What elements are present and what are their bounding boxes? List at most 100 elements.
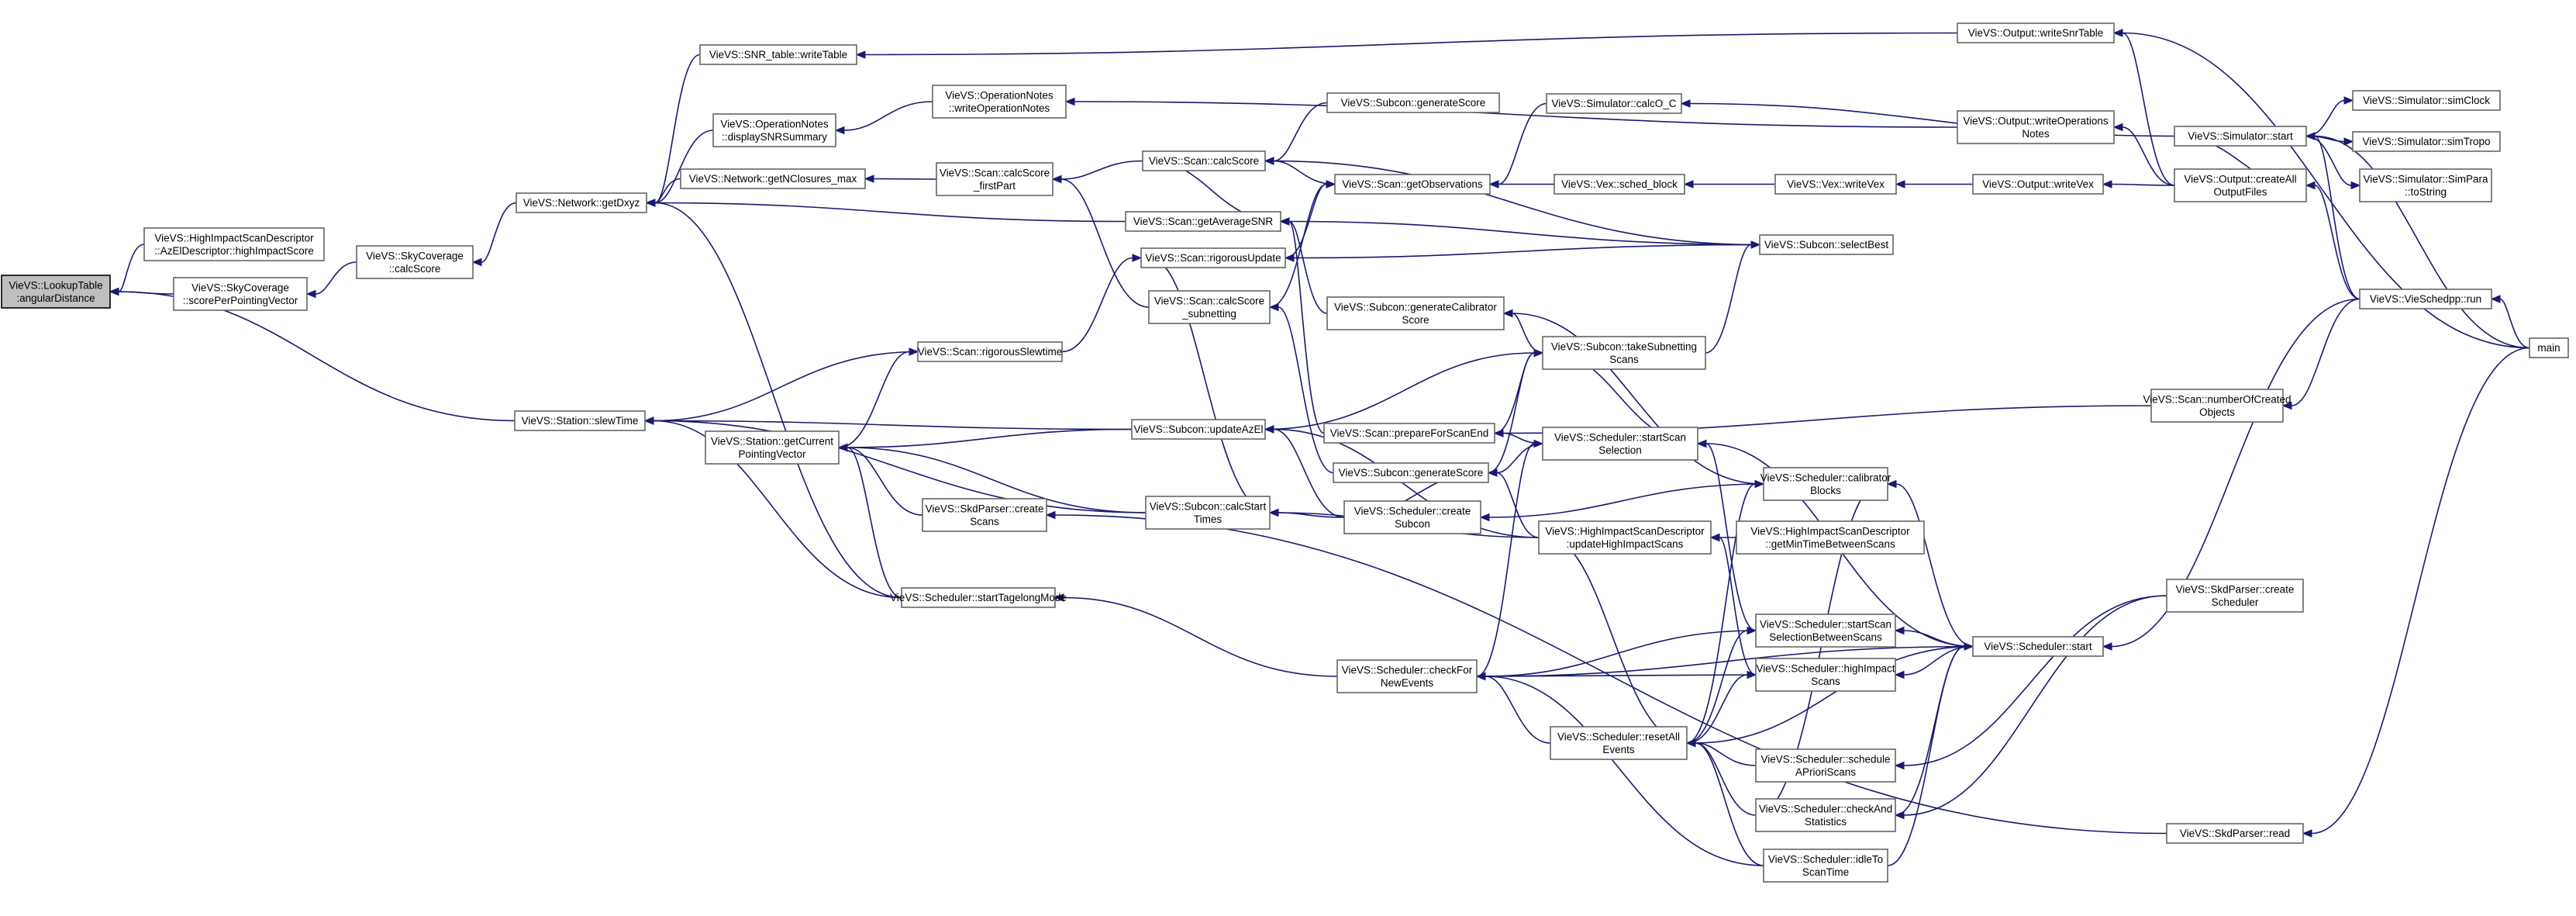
node-label-line: Blocks — [1810, 485, 1841, 496]
node-label-line: VieVS::Network::getDxyz — [523, 197, 640, 209]
node-box — [1755, 614, 1896, 648]
node-subgen[interactable]: VieVS::Subcon::generateScore — [1333, 462, 1489, 483]
node-box — [1550, 726, 1688, 760]
node-box — [1755, 798, 1896, 832]
edge-n_subsel-to-n_avgsnr — [1279, 217, 1760, 246]
node-avgsnr[interactable]: VieVS::Scan::getAverageSNR — [1125, 211, 1281, 232]
node-gobs[interactable]: VieVS::Scan::getObservations — [1334, 174, 1491, 195]
node-skdread[interactable]: VieVS::SkdParser::read — [2166, 823, 2304, 844]
node-uphis[interactable]: VieVS::HighImpactScanDescriptor:updateHi… — [1538, 520, 1712, 555]
node-label-line: ::getMinTimeBetweenScans — [1765, 538, 1895, 550]
node-box — [1326, 296, 1505, 330]
node-subsel[interactable]: VieVS::Subcon::selectBest — [1759, 234, 1894, 255]
node-main[interactable]: main — [2529, 337, 2569, 358]
node-outvex[interactable]: VieVS::Output::writeVex — [1972, 174, 2104, 195]
node-label-line: VieVS::Subcon::generateCalibrator — [1334, 301, 1497, 313]
node-box — [1755, 658, 1896, 692]
node-vsrun[interactable]: VieVS::VieSchedpp::run — [2359, 289, 2492, 309]
node-snrw[interactable]: VieVS::Output::writeSnrTable — [1957, 22, 2115, 43]
node-slew[interactable]: VieVS::Station::slewTime — [514, 410, 646, 431]
node-label-line: VieVS::Output::createAll — [2184, 173, 2296, 185]
node-label-line: VieVS::Vex::sched_block — [1561, 178, 1678, 190]
node-csfp[interactable]: VieVS::Scan::calcScore_firstPart — [936, 162, 1054, 196]
node-box — [1542, 427, 1698, 461]
call-edges — [109, 29, 2530, 866]
node-simstart[interactable]: VieVS::Simulator::start — [2174, 126, 2307, 147]
edge-n_dsnr-to-n_dxyz — [645, 130, 714, 207]
node-subgs[interactable]: VieVS::Subcon::generateScore — [1326, 92, 1500, 113]
node-dsnr[interactable]: VieVS::OperationNotes::displaySNRSummary — [712, 113, 836, 147]
node-label-line: Scans — [970, 516, 999, 527]
edge-n_vsrun-to-n_simstart — [2305, 132, 2360, 300]
edge-n_main-to-n_simstart — [2305, 132, 2530, 349]
node-snrwt[interactable]: VieVS::SNR_table::writeTable — [699, 44, 857, 65]
node-root[interactable]: VieVS::LookupTable:angularDistance — [1, 275, 111, 309]
node-label-line: VieVS::Simulator::simClock — [2363, 95, 2490, 106]
node-skycalc[interactable]: VieVS::SkyCoverage::calcScore — [356, 245, 474, 279]
node-dxyz[interactable]: VieVS::Network::getDxyz — [516, 192, 647, 213]
node-scancalc[interactable]: VieVS::Scan::calcScore — [1142, 150, 1266, 171]
node-label-line: VieVS::SkdParser::create — [926, 503, 1044, 514]
node-hisd[interactable]: VieVS::HighImpactScanDescriptor::AzElDes… — [143, 227, 325, 261]
node-box — [1145, 496, 1271, 530]
node-vexw[interactable]: VieVS::Vex::writeVex — [1774, 174, 1897, 195]
node-simco[interactable]: VieVS::Simulator::calcO_C — [1546, 93, 1682, 114]
node-box — [1333, 462, 1489, 483]
node-sched[interactable]: VieVS::Vex::sched_block — [1554, 174, 1685, 195]
edge-n_cssub-to-n_gobs — [1269, 180, 1336, 308]
node-gmt[interactable]: VieVS::HighImpactScanDescriptor::getMinT… — [1736, 520, 1925, 555]
node-label-line: VieVS::Scheduler::checkAnd — [1759, 803, 1892, 814]
node-box — [2352, 90, 2501, 111]
node-tagalong[interactable]: VieVS::Scheduler::startTagelongMode — [890, 587, 1067, 608]
node-spv[interactable]: VieVS::SkyCoverage::scorePerPointingVect… — [173, 277, 308, 311]
node-box — [1, 275, 111, 309]
node-box — [1957, 110, 2115, 144]
node-rigup[interactable]: VieVS::Scan::rigorousUpdate — [1140, 247, 1286, 268]
edge-n_schstart-to-n_sselbs — [1894, 626, 1974, 648]
edge-n_skdcs-to-n_getcur — [837, 443, 923, 516]
node-box — [1957, 22, 2115, 43]
node-simtropo[interactable]: VieVS::Simulator::simTropo — [2352, 131, 2501, 152]
node-cssub[interactable]: VieVS::Scan::calcScore_subnetting — [1148, 290, 1271, 324]
edge-n_idle-to-n_reset — [1685, 738, 1764, 866]
node-simpara[interactable]: VieVS::Simulator::SimPara::toString — [2359, 168, 2492, 202]
node-label-line: SelectionBetweenScans — [1769, 631, 1882, 643]
node-label-line: Score — [1402, 314, 1429, 326]
node-label-line: VieVS::Scheduler::create — [1354, 505, 1471, 517]
node-gnc[interactable]: VieVS::Network::getNClosures_max — [680, 168, 866, 189]
node-label-line: ::displaySNRSummary — [722, 131, 827, 143]
edge-n_avgsnr-to-n_dxyz — [645, 199, 1126, 223]
edge-n_skdcsch-to-n_sapr — [1894, 595, 2167, 770]
node-schstart[interactable]: VieVS::Scheduler::start — [1972, 636, 2104, 657]
node-sselbs[interactable]: VieVS::Scheduler::startScanSelectionBetw… — [1755, 614, 1896, 648]
node-won[interactable]: VieVS::OperationNotes::writeOperationNot… — [932, 85, 1067, 119]
node-subupaz[interactable]: VieVS::Subcon::updateAzEl — [1131, 419, 1266, 440]
edge-n_rigslew-to-n_rigup — [1061, 254, 1143, 353]
node-simclock[interactable]: VieVS::Simulator::simClock — [2352, 90, 2501, 111]
node-prep[interactable]: VieVS::Scan::prepareForScanEnd — [1323, 423, 1495, 444]
node-label-line: VieVS::Scan::getObservations — [1342, 178, 1483, 190]
edge-n_reset-to-n_calblk — [1686, 479, 1765, 744]
node-rigslew[interactable]: VieVS::Scan::rigorousSlewtime — [917, 341, 1063, 362]
edge-n_simstart-to-n_simclock — [2305, 96, 2354, 137]
edge-n_rigslew-to-n_slew — [643, 351, 919, 425]
edge-n_idle-to-n_schstart — [1887, 642, 1974, 866]
